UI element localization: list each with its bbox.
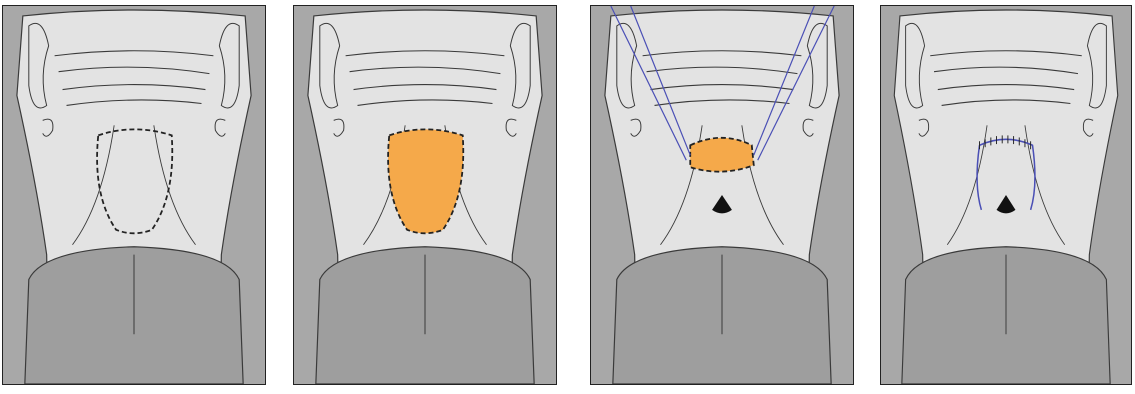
panel-2-illustration	[294, 6, 556, 384]
panel-4-illustration	[881, 6, 1131, 384]
panel-3	[590, 5, 854, 385]
panel-3-illustration	[591, 6, 853, 384]
panel-2	[293, 5, 557, 385]
panel-1-illustration	[3, 6, 265, 384]
panel-4	[880, 5, 1132, 385]
panel-1	[2, 5, 266, 385]
flap-outline	[690, 138, 754, 172]
